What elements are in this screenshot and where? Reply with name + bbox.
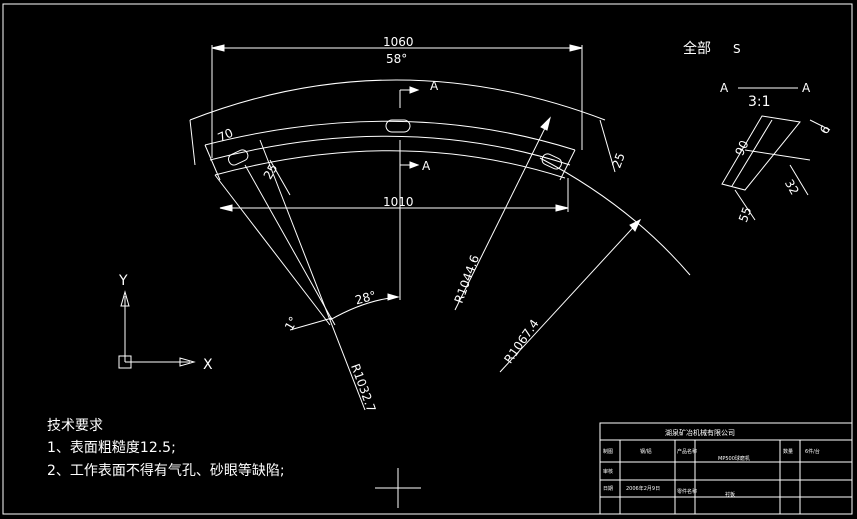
section-mark-top: A bbox=[430, 79, 439, 93]
radial-left-2 bbox=[244, 164, 336, 326]
detail-title-right: A bbox=[802, 81, 811, 95]
detail-scale: 3:1 bbox=[748, 94, 771, 110]
dim-right-offset: 25 bbox=[609, 151, 627, 170]
radial-left-3 bbox=[259, 139, 366, 411]
dim-left-width: 70 bbox=[216, 126, 236, 145]
detail-dim-90: 90 bbox=[732, 138, 751, 158]
detail-dim-6: 6 bbox=[817, 123, 833, 137]
tb-r1c5: 数量 bbox=[783, 448, 793, 455]
dim-bottom-length: 1010 bbox=[383, 195, 414, 209]
main-view bbox=[189, 44, 691, 411]
dim-radius-2: R1067.4 bbox=[501, 317, 541, 366]
slot-left bbox=[227, 149, 249, 166]
dim-top-length: 1060 bbox=[383, 35, 414, 49]
notes-line-1: 1、表面粗糙度12.5; bbox=[47, 440, 176, 456]
liner-top-arc bbox=[204, 120, 576, 151]
dim-left-offset: 25 bbox=[261, 161, 281, 181]
large-radius-arc bbox=[539, 157, 691, 276]
ucs-y-label: Y bbox=[118, 273, 128, 289]
tb-part-name: MP500球磨机 bbox=[718, 455, 750, 462]
dim-angle-small: 1° bbox=[282, 314, 301, 333]
tb-r2c1: 审核 bbox=[603, 468, 613, 475]
slot-center bbox=[385, 119, 411, 133]
roughness-label: 全部 bbox=[683, 40, 711, 57]
slot-right bbox=[541, 153, 563, 170]
liner-mid-arc bbox=[209, 135, 571, 166]
tb-qty: 6件/台 bbox=[805, 448, 820, 455]
tb-part-desc: 衬板 bbox=[725, 491, 735, 498]
tb-r1c3: 产品名称 bbox=[677, 448, 697, 455]
dim-radius-1: R1044.6 bbox=[452, 253, 482, 305]
section-mark-bottom: A bbox=[422, 159, 431, 173]
tb-r3c3: 零件名称 bbox=[677, 488, 697, 495]
dim-top-angle: 58° bbox=[386, 52, 407, 66]
right-end-line bbox=[559, 149, 576, 181]
drawing-border bbox=[2, 3, 853, 515]
liner-bottom-arc bbox=[214, 150, 566, 179]
dim-radius-3: R1032.7 bbox=[348, 362, 378, 414]
tb-r1c1: 制图 bbox=[603, 448, 613, 455]
notes-title: 技术要求 bbox=[47, 418, 103, 434]
radial-left-1 bbox=[214, 174, 331, 326]
crosshair-cursor bbox=[375, 468, 421, 508]
tb-company: 湖泉矿冶机械有限公司 bbox=[665, 428, 735, 437]
main-view-dims: 1060 58° 1010 70 25 25 28° 1° R1044.6 R1… bbox=[216, 35, 628, 414]
detail-dim-32: 32 bbox=[782, 177, 802, 197]
outer-arc bbox=[189, 79, 606, 121]
ucs-icon bbox=[118, 290, 196, 369]
tb-r1c2: 钢/铝 bbox=[640, 448, 652, 455]
detail-section-shape bbox=[721, 115, 801, 191]
detail-dim-55: 55 bbox=[736, 205, 754, 224]
tb-r3c1: 日期 bbox=[603, 486, 613, 492]
detail-view bbox=[721, 87, 831, 221]
roughness-symbol: S bbox=[733, 42, 741, 56]
tb-date: 2006年2月9日 bbox=[626, 485, 660, 492]
notes-line-2: 2、工作表面不得有气孔、砂眼等缺陷; bbox=[47, 462, 285, 479]
ucs-x-label: X bbox=[203, 357, 213, 373]
left-end-line bbox=[204, 144, 221, 181]
title-block bbox=[599, 422, 853, 515]
dim-angle-center: 28° bbox=[354, 288, 378, 307]
detail-title-left: A bbox=[720, 81, 729, 95]
